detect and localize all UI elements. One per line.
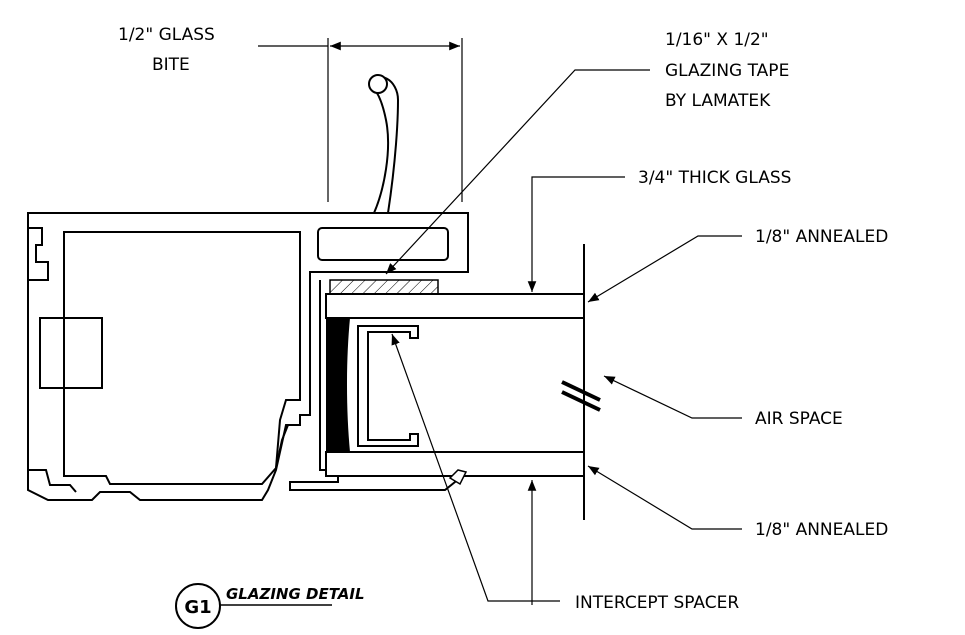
tape-label-line1: 1/16" X 1/2": [665, 30, 769, 50]
annealed-bottom-label: 1/8" ANNEALED: [755, 520, 888, 540]
air-space-label: AIR SPACE: [755, 409, 843, 429]
glazing-hook: [368, 76, 400, 214]
detail-badge-circle: [175, 583, 221, 629]
thick-glass-label: 3/4" THICK GLASS: [638, 168, 791, 188]
detail-badge: G1: [184, 597, 211, 618]
air-space-break-2: [561, 390, 601, 412]
intercept-spacer: [357, 325, 419, 447]
detail-title: GLAZING DETAIL: [226, 585, 365, 603]
spacer-leader: [391, 333, 560, 602]
air-space-leader: [603, 375, 742, 419]
glazing-stop: [289, 280, 461, 491]
thick-glass-leader: [527, 176, 625, 292]
air-space-break-1: [561, 380, 601, 402]
tape-label-line3: BY LAMATEK: [665, 91, 771, 111]
sealant: [326, 318, 350, 452]
glass-bite-label-line2: BITE: [152, 55, 190, 75]
annealed-bottom-leader: [587, 465, 742, 530]
detail-title-block: G1 GLAZING DETAIL: [175, 583, 365, 629]
annealed-top-leader: [587, 235, 742, 303]
tape-label-line2: GLAZING TAPE: [665, 61, 789, 81]
annealed-top-label: 1/8" ANNEALED: [755, 227, 888, 247]
glazing-tape: [329, 279, 439, 295]
spacer-label: INTERCEPT SPACER: [575, 593, 739, 613]
glass-bite-label-line1: 1/2" GLASS: [118, 25, 215, 45]
tape-leader: [385, 69, 650, 275]
glass-bite-dimension: [258, 38, 463, 202]
insulated-glass-unit: [325, 244, 585, 520]
